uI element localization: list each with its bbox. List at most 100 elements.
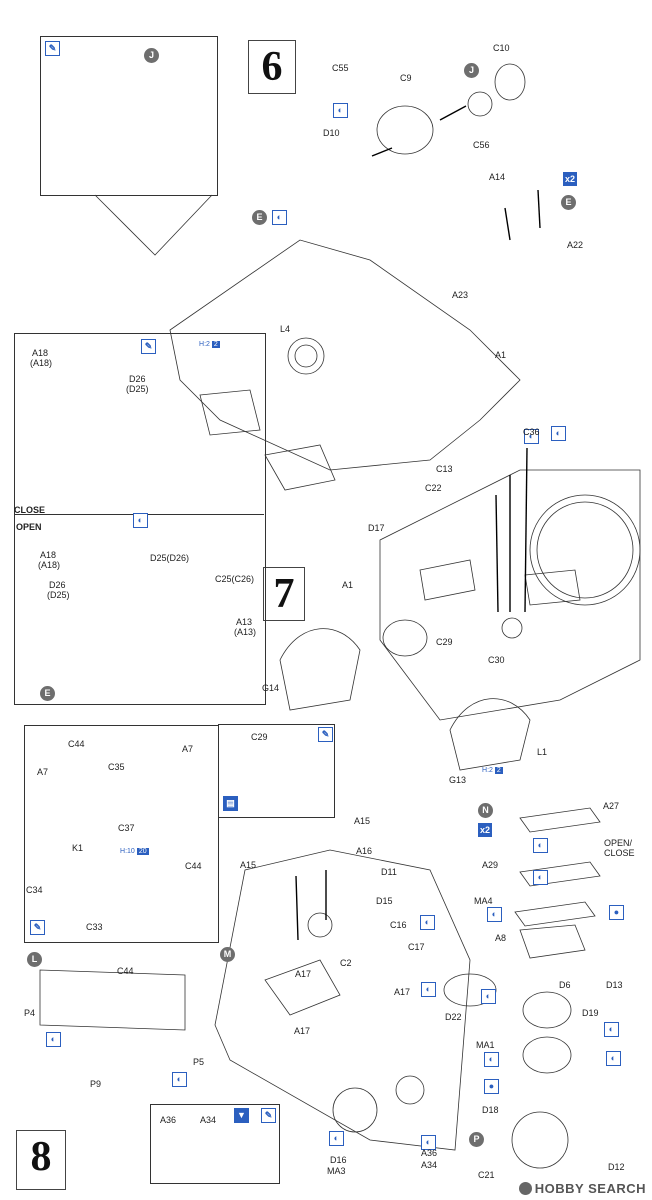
arrow [524,447,528,613]
part-label: D12 [608,1162,625,1172]
turret-ring [529,494,641,606]
part-label: C36 [523,427,540,437]
drill-icon: ▼ [234,1108,249,1123]
part-label: C22 [425,483,442,493]
marker-e: E [561,195,576,210]
open-caption: OPEN [16,522,42,532]
watermark-logo-icon [518,1182,532,1195]
arrow [371,147,393,157]
c9-disc [376,105,434,155]
movable-part-icon: ◐ [487,907,502,922]
movable-part-icon: ◐ [333,103,348,118]
part-label: A17 [294,1026,311,1036]
marker-m: M [220,947,235,962]
part-label: (A13) [234,627,257,637]
part-label: A29 [482,860,499,870]
part-label: A34 [200,1115,217,1125]
inset-cover-assembly [24,725,219,943]
arrow [495,494,499,613]
movable-part-icon: ◐ [133,513,148,528]
part-label: A22 [567,240,584,250]
glue-icon: ✎ [30,920,45,935]
movable-part-icon: ◐ [421,1135,436,1150]
marker-n: N [478,803,493,818]
part-label: D26 [49,580,66,590]
movable-part-icon: ◐ [172,1072,187,1087]
hull-plate-a1 [169,239,521,471]
part-label: D17 [368,523,385,533]
part-label: (D25) [126,384,149,394]
paint-icon: ● [609,905,624,920]
part-label: A17 [295,969,312,979]
movable-part-icon: ◐ [551,426,566,441]
movable-part-icon: ◐ [329,1131,344,1146]
part-label: C44 [117,966,134,976]
part-label: D19 [582,1008,599,1018]
arrow [504,207,511,241]
part-label: C21 [478,1170,495,1180]
part-label: A27 [603,801,620,811]
turret-deck [379,469,641,721]
part-label: D26 [129,374,146,384]
mud-guard-g14 [279,628,361,711]
part-label: P9 [90,1079,102,1089]
movable-part-icon: ◐ [484,1052,499,1067]
movable-part-icon: ◐ [272,210,287,225]
part-label: A18 [32,348,49,358]
part-label: A15 [354,816,371,826]
inset-step6 [40,36,218,196]
part-label: A23 [452,290,469,300]
step-number-7: 7 [263,567,305,621]
inset-callout-step6 [94,194,213,256]
part-label: D15 [376,896,393,906]
align-icon: ▤ [223,796,238,811]
part-label: A13 [236,617,253,627]
movable-part-icon: ◐ [524,429,539,444]
marker-j: J [464,63,479,78]
part-label: A14 [489,172,506,182]
engine-deck [214,849,471,1151]
part-label: D13 [606,980,623,990]
part-label: C17 [408,942,425,952]
marker-e: E [252,210,267,225]
watermark: HOBBY SEARCH [518,1181,646,1196]
part-label: A8 [495,933,507,943]
movable-part-icon: ◐ [606,1051,621,1066]
part-label: P5 [193,1057,205,1067]
part-label: A36 [160,1115,177,1125]
glue-icon: ✎ [45,41,60,56]
part-label: C37 [118,823,135,833]
part-label: C34 [26,885,43,895]
part-label: A36 [421,1148,438,1158]
movable-part-icon: ◐ [604,1022,619,1037]
movable-part-icon: ◐ [533,838,548,853]
part-label: D16 [330,1155,347,1165]
part-label: A1 [495,350,507,360]
part-label: C25(C26) [215,574,255,584]
part-label: (A18) [38,560,61,570]
cover-c44 [39,969,186,1031]
part-label: (D25) [47,590,70,600]
part-label: C44 [68,739,85,749]
movable-part-icon: ◐ [533,870,548,885]
part-label: L1 [537,747,548,757]
step-number-8: 8 [16,1130,66,1190]
arrow [439,105,467,121]
part-label: C29 [251,732,268,742]
close-caption: CLOSE [14,505,46,515]
part-label: C2 [340,958,352,968]
part-label: A18 [40,550,57,560]
marker-p: P [469,1132,484,1147]
arrow [295,875,299,941]
arrow [537,189,541,229]
part-label: C30 [488,655,505,665]
c29-disc [382,619,428,657]
part-label: D11 [381,867,397,877]
part-label: D22 [445,1012,462,1022]
part-label: C33 [86,922,103,932]
part-label: C55 [332,63,349,73]
part-label: A34 [421,1160,438,1170]
